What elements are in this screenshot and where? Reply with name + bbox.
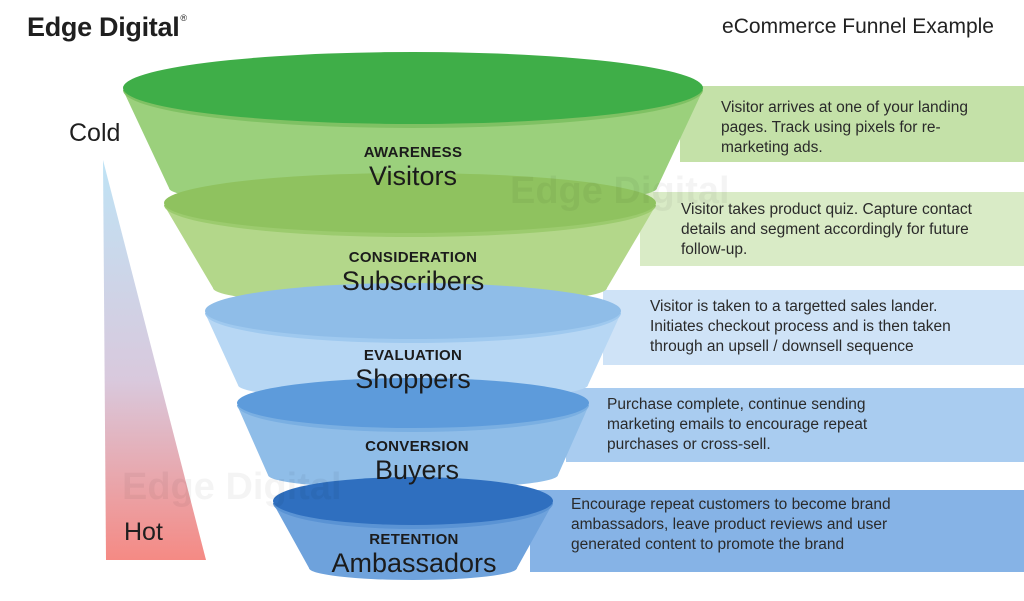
description-line: Purchase complete, continue sending xyxy=(607,396,866,413)
stage-name: EVALUATION xyxy=(363,347,463,364)
description-line: Visitor arrives at one of your landing xyxy=(721,99,968,116)
stage-description: Visitor arrives at one of your landing p… xyxy=(721,98,968,158)
stage-description: Visitor is taken to a targetted sales la… xyxy=(650,297,951,357)
brand-name: Edge Digital xyxy=(27,12,180,42)
description-line: through an upsell / downsell sequence xyxy=(650,338,914,355)
stage-audience: Buyers xyxy=(374,455,460,485)
stage-consideration: CONSIDERATION Subscribers xyxy=(342,249,485,296)
temperature-gradient-wedge xyxy=(103,160,206,560)
description-line: Visitor is taken to a targetted sales la… xyxy=(650,298,938,315)
description-line: marketing emails to encourage repeat xyxy=(607,416,868,433)
funnel-tier xyxy=(237,378,589,489)
description-line: Encourage repeat customers to become bra… xyxy=(571,496,891,513)
tier-top xyxy=(164,173,656,233)
stage-conversion: CONVERSION Buyers xyxy=(365,438,469,485)
description-line: ambassadors, leave product reviews and u… xyxy=(571,516,888,533)
tier-top xyxy=(123,52,703,124)
funnel-tier xyxy=(164,173,656,306)
description-line: Initiates checkout process and is then t… xyxy=(650,318,951,335)
description-line: marketing ads. xyxy=(721,139,823,156)
stage-audience: Shoppers xyxy=(355,364,471,394)
description-panel xyxy=(640,192,1024,266)
description-panel xyxy=(566,388,1024,462)
stage-evaluation: EVALUATION Shoppers xyxy=(355,347,471,394)
stage-audience: Subscribers xyxy=(341,266,485,296)
stage-awareness: AWARENESS Visitors xyxy=(364,144,463,191)
description-line: Visitor takes product quiz. Capture cont… xyxy=(681,201,972,218)
tier-top xyxy=(237,378,589,428)
stage-retention: RETENTION Ambassadors xyxy=(331,531,496,578)
description-panel xyxy=(680,86,1024,162)
description-line: pages. Track using pixels for re- xyxy=(721,119,941,136)
stage-description: Purchase complete, continue sending mark… xyxy=(607,395,867,455)
brand-logo: Edge Digital® xyxy=(27,12,187,43)
stage-audience: Ambassadors xyxy=(331,548,497,578)
stage-name: CONSIDERATION xyxy=(348,249,478,266)
funnel-tier xyxy=(205,283,621,401)
registered-mark: ® xyxy=(180,13,187,23)
stage-name: RETENTION xyxy=(369,531,459,548)
stage-audience: Visitors xyxy=(368,161,458,191)
stage-name: CONVERSION xyxy=(365,438,469,455)
tier-top xyxy=(205,283,621,339)
stage-name: AWARENESS xyxy=(363,144,463,161)
description-line: generated content to promote the brand xyxy=(571,536,845,553)
tier-top xyxy=(273,477,553,525)
funnel-tier xyxy=(123,52,703,208)
description-line: details and segment accordingly for futu… xyxy=(681,221,969,238)
description-panel xyxy=(603,290,1024,365)
cold-label: Cold xyxy=(69,119,121,147)
page-title: eCommerce Funnel Example xyxy=(722,15,994,38)
stage-description: Visitor takes product quiz. Capture cont… xyxy=(681,200,972,260)
description-line: purchases or cross-sell. xyxy=(607,436,771,453)
funnel-tier xyxy=(273,477,553,580)
description-panel xyxy=(530,490,1024,572)
description-line: follow-up. xyxy=(681,241,748,258)
hot-label: Hot xyxy=(124,518,163,546)
stage-description: Encourage repeat customers to become bra… xyxy=(571,495,891,555)
